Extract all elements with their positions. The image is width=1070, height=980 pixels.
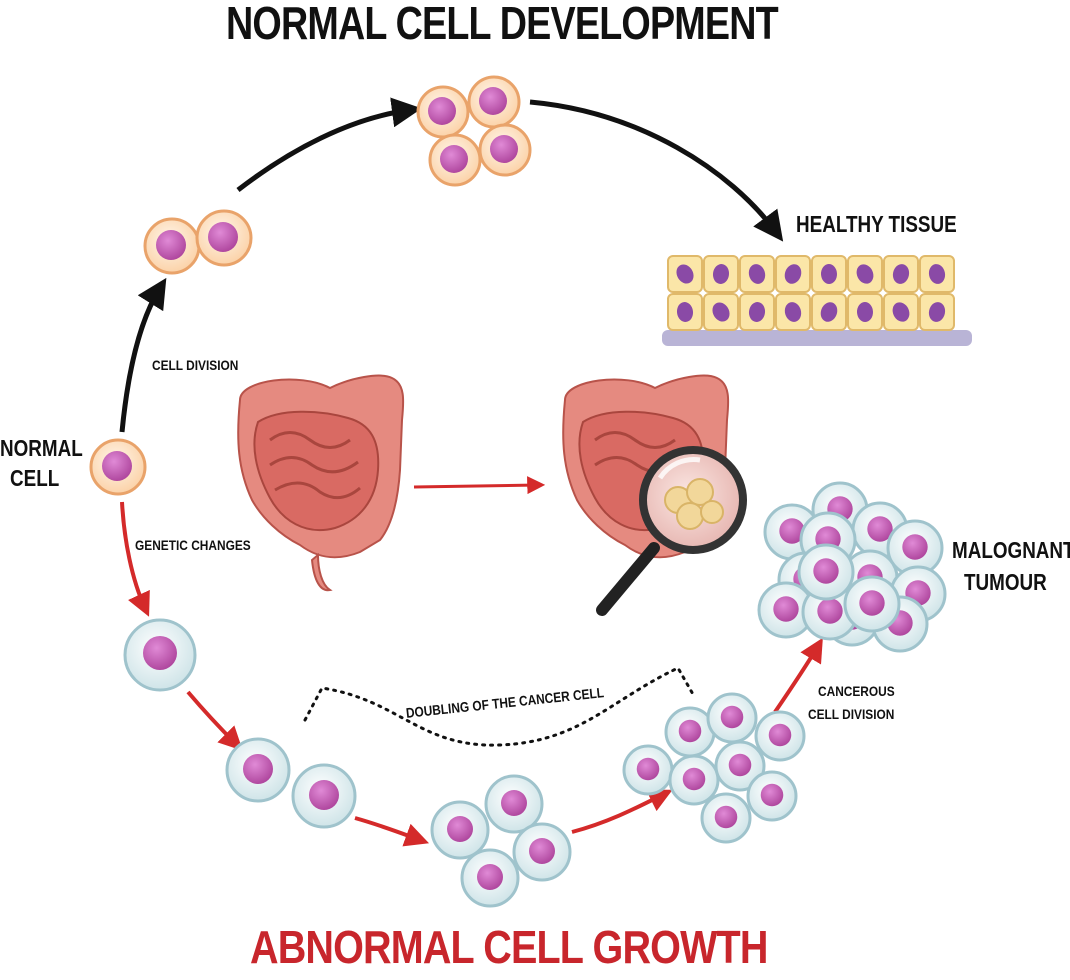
arrow-four-cells-to-tissue (529, 99, 784, 242)
healthy-tissue (662, 255, 972, 346)
normal-cell (89, 438, 147, 496)
page-subtitle: ABNORMAL CELL GROWTH (250, 921, 768, 973)
arrow-cancer-to-two-cells (186, 690, 243, 751)
arrow-four-to-cluster (571, 789, 673, 834)
label-cell-division: CELL DIVISION (152, 357, 239, 373)
label-malignant-tumour-line1: MALOGNANT (952, 537, 1070, 563)
page-title: NORMAL CELL DEVELOPMENT (226, 0, 779, 49)
arrow-two-to-four-cells (236, 97, 422, 192)
two-cancer-cells (225, 737, 357, 829)
malignant-tumour (757, 481, 947, 653)
label-normal-cell-line1: NORMAL (0, 435, 83, 461)
intestine-healthy (237, 374, 405, 592)
label-malignant-tumour-line2: TUMOUR (964, 569, 1047, 595)
four-cancer-cells (430, 774, 572, 908)
tissue-cell (703, 293, 739, 331)
cluster-cancer-cell (746, 770, 798, 822)
tissue-cell (883, 255, 919, 293)
cluster-cancer-cell (714, 740, 766, 792)
label-healthy-tissue: HEALTHY TISSUE (796, 211, 957, 237)
cluster-cancer-cell (622, 744, 674, 796)
tissue-cell (811, 255, 847, 293)
arrow-normal-to-two-cells (119, 277, 167, 433)
cancer-cell-cluster (622, 692, 806, 844)
arrow-normal-to-cancer-cell (120, 501, 150, 617)
tissue-cell (739, 293, 775, 331)
cancer-cell-first (123, 618, 197, 692)
two-normal-cells (143, 209, 253, 275)
intestine-with-tumour (562, 374, 747, 616)
tissue-cell (919, 255, 955, 293)
label-cancerous-line2: CELL DIVISION (808, 706, 895, 722)
label-cancerous-line1: CANCEROUS (818, 683, 895, 699)
cluster-cancer-cell (754, 710, 806, 762)
tissue-cell (703, 255, 739, 293)
tissue-cell (667, 255, 703, 293)
tissue-cell (847, 255, 883, 293)
cluster-cancer-cell (706, 692, 758, 744)
arrow-intestine-to-intestine (413, 476, 546, 495)
tumour-cancer-cell (843, 575, 901, 633)
tissue-cell (883, 293, 919, 331)
tumour-cancer-cell (797, 543, 855, 601)
tissue-cell (811, 293, 847, 331)
label-genetic-changes: GENETIC CHANGES (135, 537, 251, 553)
tissue-cell (775, 293, 811, 331)
label-normal-cell-line2: CELL (10, 465, 60, 491)
tissue-cell (739, 255, 775, 293)
tumour-cancer-cell (886, 519, 944, 577)
arrow-cluster-to-tumour (773, 637, 823, 714)
tissue-cell (919, 293, 955, 331)
tissue-cell (847, 293, 883, 331)
arrow-two-to-four-cancer-cells (354, 816, 430, 847)
tissue-cell (667, 293, 703, 331)
doubling-dotted-bracket (303, 666, 696, 747)
four-normal-cells (416, 75, 532, 187)
tissue-cell (775, 255, 811, 293)
cluster-cancer-cell (668, 754, 720, 806)
cluster-cancer-cell (700, 792, 752, 844)
